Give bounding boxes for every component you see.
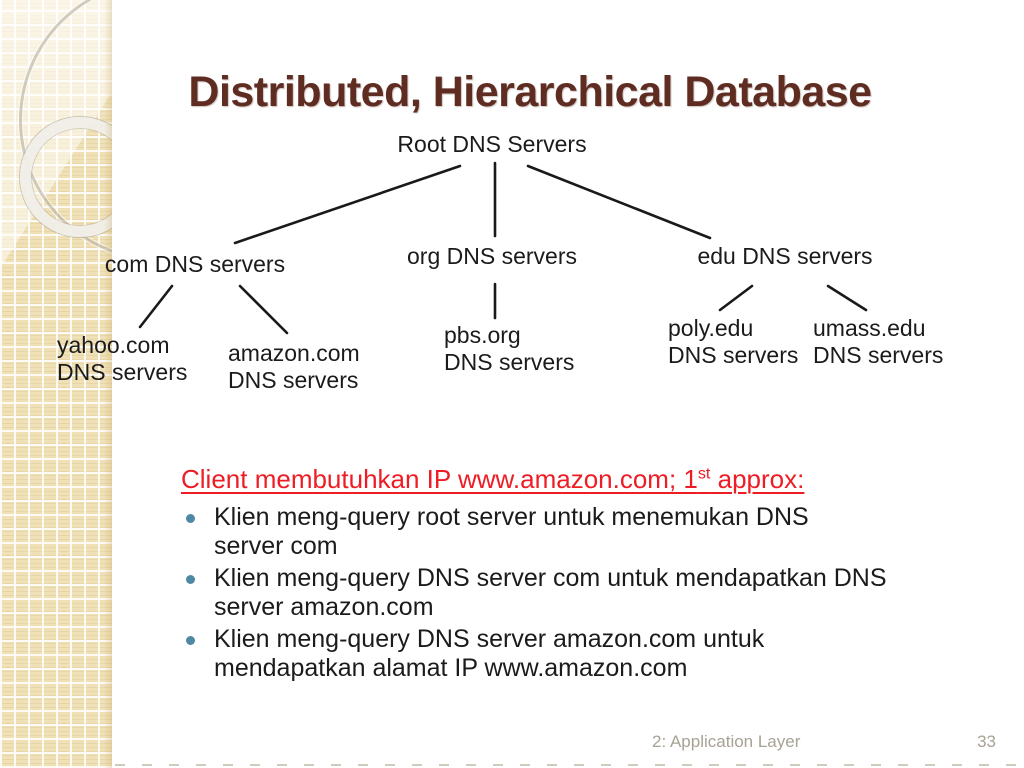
slide-title: Distributed, Hierarchical Database	[188, 68, 872, 116]
node-edu-dns-servers: edu DNS servers	[697, 243, 873, 269]
node-root-dns-servers: Root DNS Servers	[397, 131, 587, 157]
sidebar	[0, 0, 112, 768]
bullet-dot-icon	[186, 514, 195, 523]
page-number: 33	[977, 732, 996, 751]
bullet-item: Klien meng-query root server untuk menem…	[184, 503, 1014, 561]
bullet-list: Klien meng-query root server untuk menem…	[184, 503, 1014, 686]
node-yahoo-dns-servers: yahoo.com DNS servers	[57, 332, 188, 385]
bullet-text: Klien meng-query DNS server amazon.com u…	[214, 625, 765, 682]
node-umass-dns-servers: umass.edu DNS servers	[813, 315, 944, 368]
node-pbs-dns-servers: pbs.org DNS servers	[444, 322, 575, 375]
decorative-ring	[20, 117, 112, 237]
node-poly-dns-servers: poly.edu DNS servers	[668, 315, 799, 368]
footer-section-label: 2: Application Layer	[652, 732, 801, 751]
heading-suffix: approx:	[710, 464, 805, 494]
heading-prefix: Client membutuhkan IP www.amazon.com; 1	[181, 464, 698, 494]
bullet-text: Klien meng-query root server untuk menem…	[214, 503, 809, 560]
node-com-dns-servers: com DNS servers	[104, 251, 286, 277]
bullet-item: Klien meng-query DNS server com untuk me…	[184, 564, 1014, 622]
bottom-tick-line	[115, 764, 1024, 766]
bullet-text: Klien meng-query DNS server com untuk me…	[214, 564, 887, 621]
node-org-dns-servers: org DNS servers	[407, 243, 577, 269]
bullet-item: Klien meng-query DNS server amazon.com u…	[184, 625, 1014, 683]
client-approx-heading: Client membutuhkan IP www.amazon.com; 1s…	[181, 464, 804, 495]
bullet-dot-icon	[186, 636, 195, 645]
heading-superscript: st	[697, 464, 711, 483]
bullet-dot-icon	[186, 575, 195, 584]
node-amazon-dns-servers: amazon.com DNS servers	[228, 340, 360, 393]
